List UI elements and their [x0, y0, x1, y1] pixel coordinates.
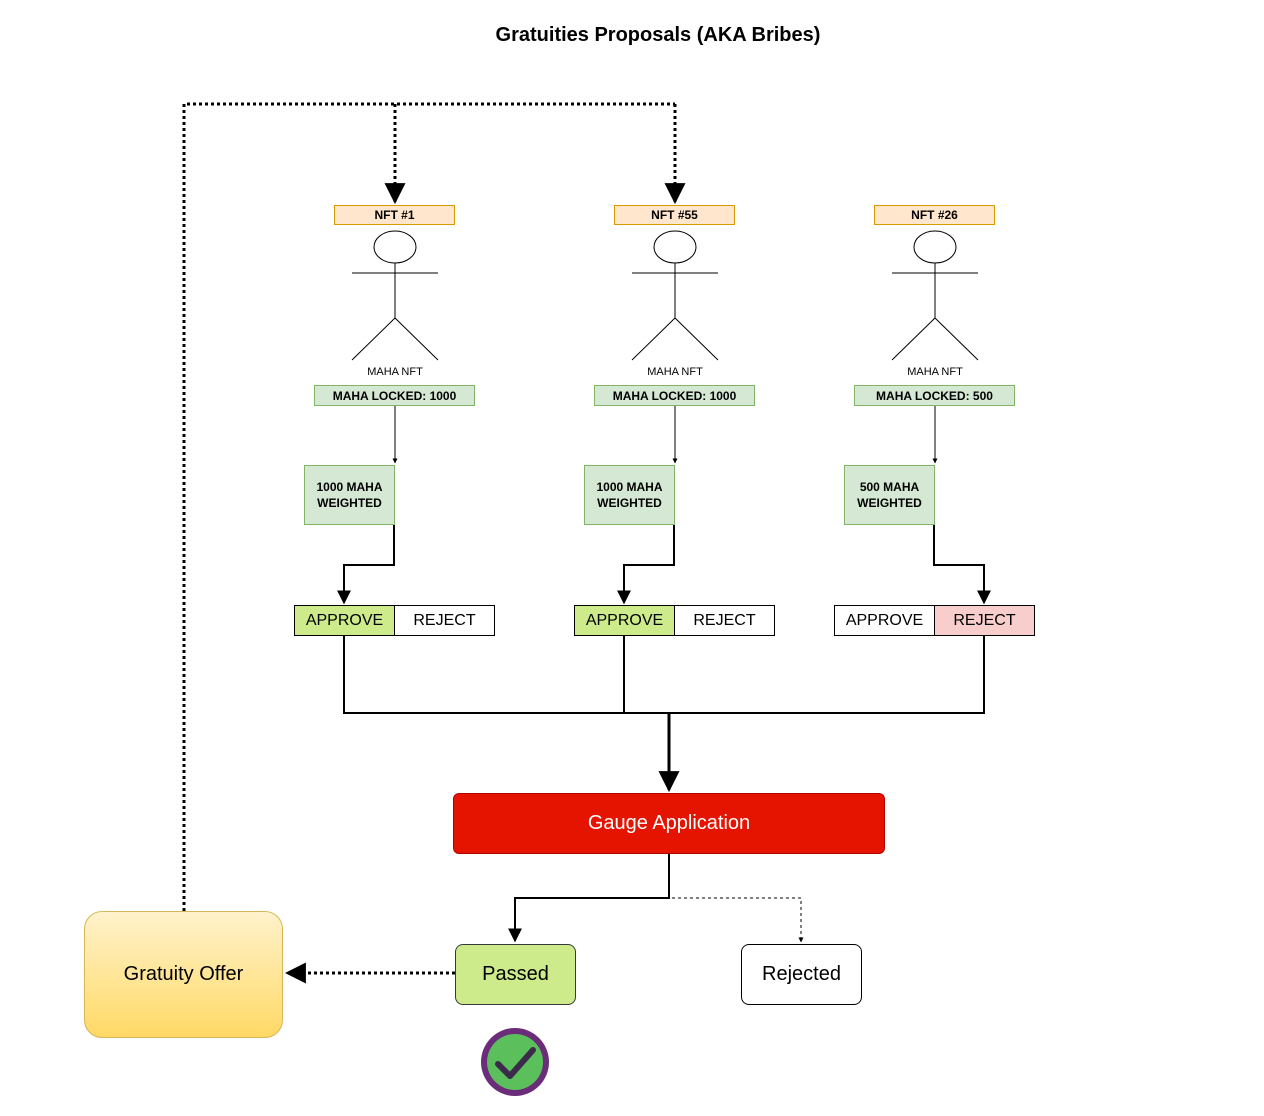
arrow-weight-to-reject-3	[933, 525, 991, 605]
vote-line-3	[669, 636, 985, 714]
stick-figure-icon	[351, 230, 439, 361]
nft-tag: NFT #26	[874, 205, 995, 225]
reject-option: REJECT	[934, 605, 1035, 636]
approve-option: APPROVE	[574, 605, 675, 636]
nft-tag: NFT #55	[614, 205, 735, 225]
maha-locked-box: MAHA LOCKED: 500	[854, 385, 1015, 406]
weighted-amount: 1000 MAHA	[316, 480, 383, 494]
weighted-label: WEIGHTED	[317, 496, 382, 510]
gratuity-offer-box: Gratuity Offer	[84, 911, 283, 1038]
diagram-title: Gratuities Proposals (AKA Bribes)	[495, 24, 821, 46]
maha-nft-caption: MAHA NFT	[907, 366, 963, 378]
maha-nft-caption: MAHA NFT	[647, 366, 703, 378]
maha-locked-box: MAHA LOCKED: 1000	[594, 385, 755, 406]
gauge-application-box: Gauge Application	[453, 793, 885, 854]
reject-option: REJECT	[394, 605, 495, 636]
weighted-box: 1000 MAHA WEIGHTED	[584, 465, 675, 525]
approve-option: APPROVE	[294, 605, 395, 636]
passed-box: Passed	[455, 944, 576, 1005]
arrow-weight-to-approve-1	[337, 525, 395, 605]
weighted-box: 500 MAHA WEIGHTED	[844, 465, 935, 525]
stick-figure-icon	[631, 230, 719, 361]
weighted-label: WEIGHTED	[857, 496, 922, 510]
arrow-weight-to-approve-2	[617, 525, 675, 605]
maha-nft-caption: MAHA NFT	[367, 366, 423, 378]
checkmark-icon	[481, 1028, 549, 1096]
rejected-box: Rejected	[741, 944, 862, 1005]
weighted-amount: 1000 MAHA	[596, 480, 663, 494]
weighted-label: WEIGHTED	[597, 496, 662, 510]
weighted-box: 1000 MAHA WEIGHTED	[304, 465, 395, 525]
maha-locked-box: MAHA LOCKED: 1000	[314, 385, 475, 406]
approve-option: APPROVE	[834, 605, 935, 636]
arrow-gauge-to-passed	[508, 853, 670, 943]
reject-option: REJECT	[674, 605, 775, 636]
arrow-gauge-to-rejected	[668, 853, 804, 943]
stick-figure-icon	[891, 230, 979, 361]
nft-tag: NFT #1	[334, 205, 455, 225]
weighted-amount: 500 MAHA	[859, 480, 920, 494]
feedback-loop-line	[182, 102, 675, 911]
vote-line-1	[343, 636, 669, 714]
